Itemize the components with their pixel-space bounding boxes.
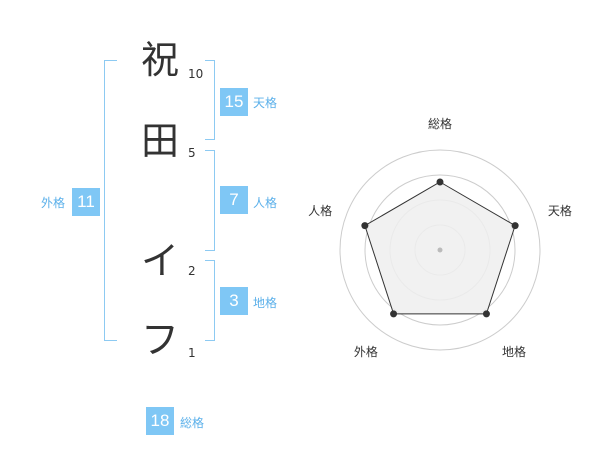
jinkaku-value-box: 7 — [220, 186, 248, 214]
radar-points — [361, 178, 519, 318]
radar-axis-label-0: 総格 — [428, 116, 452, 131]
radar-ring-4 — [339, 149, 541, 351]
radar-ring-3 — [364, 174, 516, 326]
name-char-1: 祝 — [140, 38, 179, 82]
radar-point-4 — [361, 222, 369, 230]
chikaku-value-box: 3 — [220, 287, 248, 315]
tenkaku-value-box: 15 — [220, 88, 248, 116]
jinkaku-label: 人格 — [253, 196, 278, 210]
name-char-3: イ — [140, 239, 179, 283]
stroke-count-2: 5 — [188, 146, 196, 160]
gaikaku-value-box: 11 — [72, 188, 100, 216]
name-char-2: 田 — [140, 119, 179, 163]
radar-axis-label-2: 地格 — [502, 344, 526, 359]
radar-axis-label-1: 天格 — [548, 203, 572, 218]
tenkaku-label: 天格 — [253, 96, 278, 110]
radar-axis-label-4: 人格 — [308, 203, 332, 218]
stroke-count-4: 1 — [188, 346, 196, 360]
stroke-count-3: 2 — [188, 264, 196, 278]
radar-point-0 — [436, 178, 444, 186]
radar-axis-label-3: 外格 — [354, 344, 378, 359]
tenkaku-bracket — [205, 60, 215, 140]
gaikaku-label: 外格 — [41, 196, 66, 210]
chikaku-bracket — [205, 260, 215, 341]
radar-point-3 — [390, 310, 398, 318]
radar-center-dot — [437, 247, 443, 253]
jinkaku-bracket — [205, 150, 215, 251]
soukaku-value-box: 18 — [146, 407, 174, 435]
gaikaku-bracket — [104, 60, 117, 341]
chikaku-label: 地格 — [253, 296, 278, 310]
radar-point-1 — [511, 222, 519, 230]
soukaku-label: 総格 — [180, 416, 205, 430]
radar-point-2 — [482, 310, 490, 318]
stroke-count-1: 10 — [188, 67, 204, 81]
name-char-4: フ — [140, 318, 179, 362]
